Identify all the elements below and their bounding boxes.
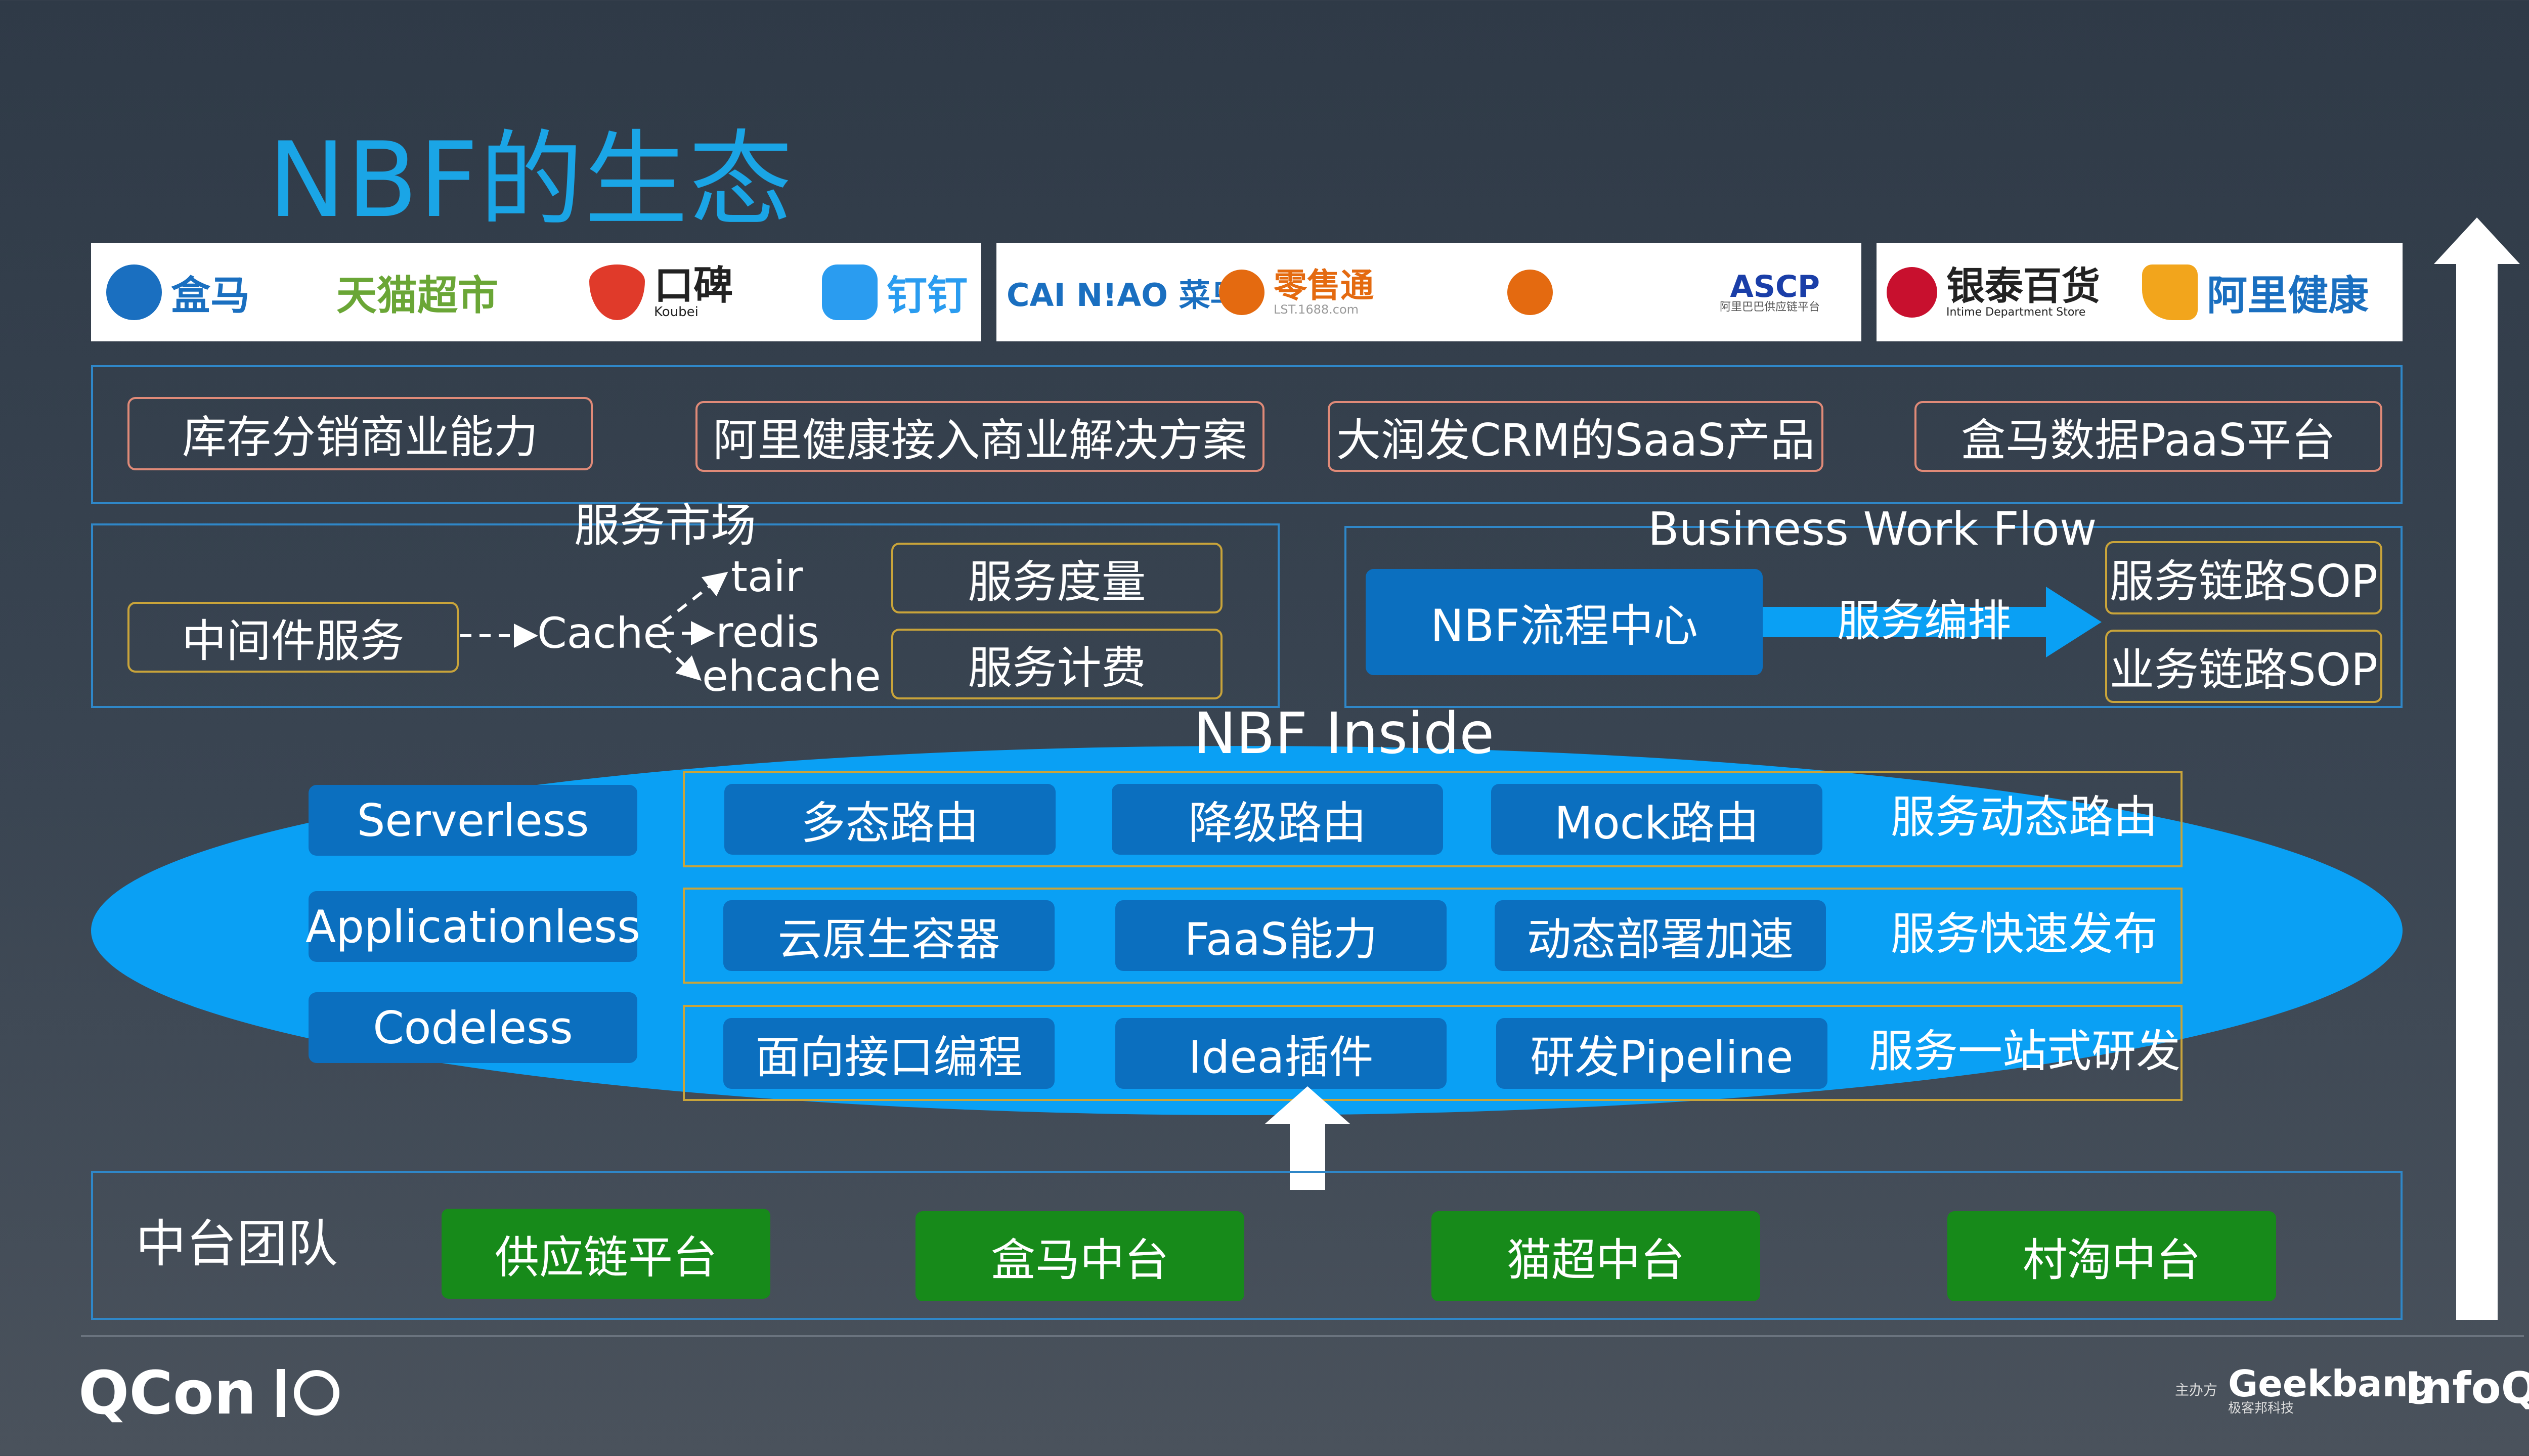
cache-redis: redis (716, 607, 819, 657)
service-market-title: 服务市场 (574, 499, 756, 552)
geekbang-logo: Geekbang 极客邦科技 (2228, 1362, 2434, 1416)
business-item-crm: 大润发CRM的SaaS产品 (1328, 401, 1823, 472)
applicationless-box: Applicationless (306, 891, 640, 962)
hippo-icon (106, 264, 162, 320)
platform-team-label: 中台团队 (136, 1214, 338, 1273)
cloud-native-container: 云原生容器 (723, 900, 1055, 971)
workflow-frame (1344, 526, 2403, 708)
middleware-service: 中间件服务 (127, 602, 459, 673)
hema-logo: 盒马 (106, 243, 250, 341)
business-item-health: 阿里健康接入商业解决方案 (695, 401, 1264, 472)
ali-health-icon (2142, 264, 2198, 320)
sponsor-label: 主办方 (2175, 1382, 2218, 1398)
dev-pipeline: 研发Pipeline (1496, 1018, 1827, 1089)
serverless-box: Serverless (309, 785, 637, 856)
infoq-logo: InfoQ (2405, 1363, 2529, 1414)
dynamic-routing-label: 服务动态路由 (1891, 791, 2158, 843)
service-market-frame (91, 523, 1280, 708)
polymorphic-routing: 多态路由 (724, 784, 1056, 855)
cache-tair: tair (731, 552, 803, 601)
service-chain-sop: 服务链路SOP (2105, 541, 2382, 614)
koubei-logo: 口碑 Koubei (589, 243, 733, 341)
mock-routing: Mock路由 (1491, 784, 1822, 855)
alibaba-group-logo (1507, 243, 1562, 341)
business-item-paas: 盒马数据PaaS平台 (1914, 401, 2382, 472)
service-metering: 服务度量 (891, 543, 1223, 613)
service-billing: 服务计费 (891, 629, 1223, 699)
ali-health-logo: 阿里健康 (2142, 243, 2369, 341)
dev-row (683, 1005, 2183, 1101)
ascp-logo: ASCP 阿里巴巴供应链平台 (1720, 269, 1820, 314)
fast-release-label: 服务快速发布 (1891, 908, 2158, 960)
cache-label: Cache (537, 608, 670, 658)
orchestration-arrow (1763, 587, 2102, 657)
cainiao-logo: CAI N!AO 菜鸟 (1007, 276, 1242, 314)
cuntao-platform: 村淘中台 (1947, 1211, 2276, 1301)
supply-chain-platform: 供应链平台 (442, 1209, 770, 1299)
business-chain-sop: 业务链路SOP (2105, 630, 2382, 703)
degrade-routing: 降级路由 (1112, 784, 1443, 855)
nbf-process-center: NBF流程中心 (1366, 569, 1763, 675)
dingtalk-icon (822, 264, 878, 320)
business-row (91, 365, 2403, 504)
maochao-platform: 猫超中台 (1431, 1211, 1760, 1301)
qcon-logo: QCon (78, 1358, 339, 1428)
idea-plugin: Idea插件 (1115, 1018, 1447, 1089)
dingtalk-logo: 钉钉 (822, 243, 968, 341)
logo-strip-3 (1877, 243, 2403, 341)
footer-divider (81, 1335, 2524, 1337)
io-bar-icon (276, 1369, 285, 1417)
intime-logo: 银泰百货 Intime Department Store (1887, 243, 2100, 341)
codeless-box: Codeless (309, 992, 637, 1063)
interface-oriented-programming: 面向接口编程 (723, 1018, 1055, 1089)
alibaba-smile-icon (1507, 269, 1553, 315)
dynamic-deploy-acceleration: 动态部署加速 (1495, 900, 1826, 971)
cache-ehcache: ehcache (702, 651, 881, 701)
page-title: NBF的生态 (268, 120, 794, 241)
tmall-supermarket-logo: 天猫超市 (336, 272, 498, 319)
faas-capability: FaaS能力 (1115, 900, 1447, 971)
intime-icon (1887, 267, 1937, 318)
platform-up-arrow (1264, 1086, 1350, 1190)
orchestration-label: 服务编排 (1837, 596, 2011, 646)
lingshoutong-logo: 零售通 LST.1688.com (1219, 243, 1374, 341)
workflow-title: Business Work Flow (1648, 503, 2097, 556)
io-circle-icon (293, 1370, 339, 1416)
alibaba-icon (1219, 269, 1264, 315)
platform-frame (91, 1171, 2403, 1320)
ecosystem-up-arrow (2434, 217, 2520, 1320)
hema-platform: 盒马中台 (915, 1211, 1244, 1301)
business-item-inventory: 库存分销商业能力 (127, 397, 593, 470)
one-stop-dev-label: 服务一站式研发 (1869, 1025, 2181, 1077)
nbf-inside-title: NBF Inside (1194, 701, 1495, 767)
release-row (683, 888, 2183, 984)
routing-row (683, 771, 2183, 867)
logo-strip-2 (996, 243, 1861, 341)
